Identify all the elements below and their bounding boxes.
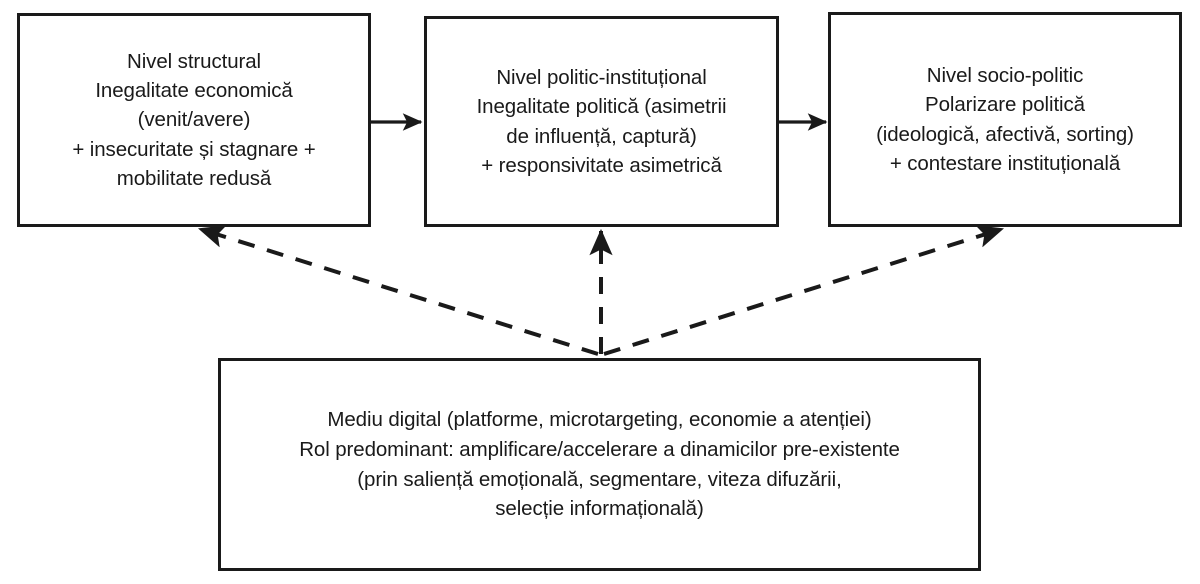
node-nivel-politic-institutional[interactable]: Nivel politic-instituțional Inegalitate … (424, 16, 779, 227)
node-nivel-structural-label: Nivel structural Inegalitate economică (… (72, 49, 316, 190)
node-mediu-digital[interactable]: Mediu digital (platforme, microtargeting… (218, 358, 981, 571)
node-nivel-structural[interactable]: Nivel structural Inegalitate economică (… (17, 13, 371, 227)
node-nivel-socio-politic-label: Nivel socio-politic Polarizare politică … (876, 63, 1134, 175)
node-nivel-socio-politic[interactable]: Nivel socio-politic Polarizare politică … (828, 12, 1182, 227)
dashed-arrow-digital-to-structural (197, 225, 599, 356)
dashed-arrow-digital-to-socio (603, 225, 1005, 356)
node-nivel-politic-institutional-label: Nivel politic-instituțional Inegalitate … (476, 65, 727, 177)
node-mediu-digital-label: Mediu digital (platforme, microtargeting… (299, 408, 900, 521)
